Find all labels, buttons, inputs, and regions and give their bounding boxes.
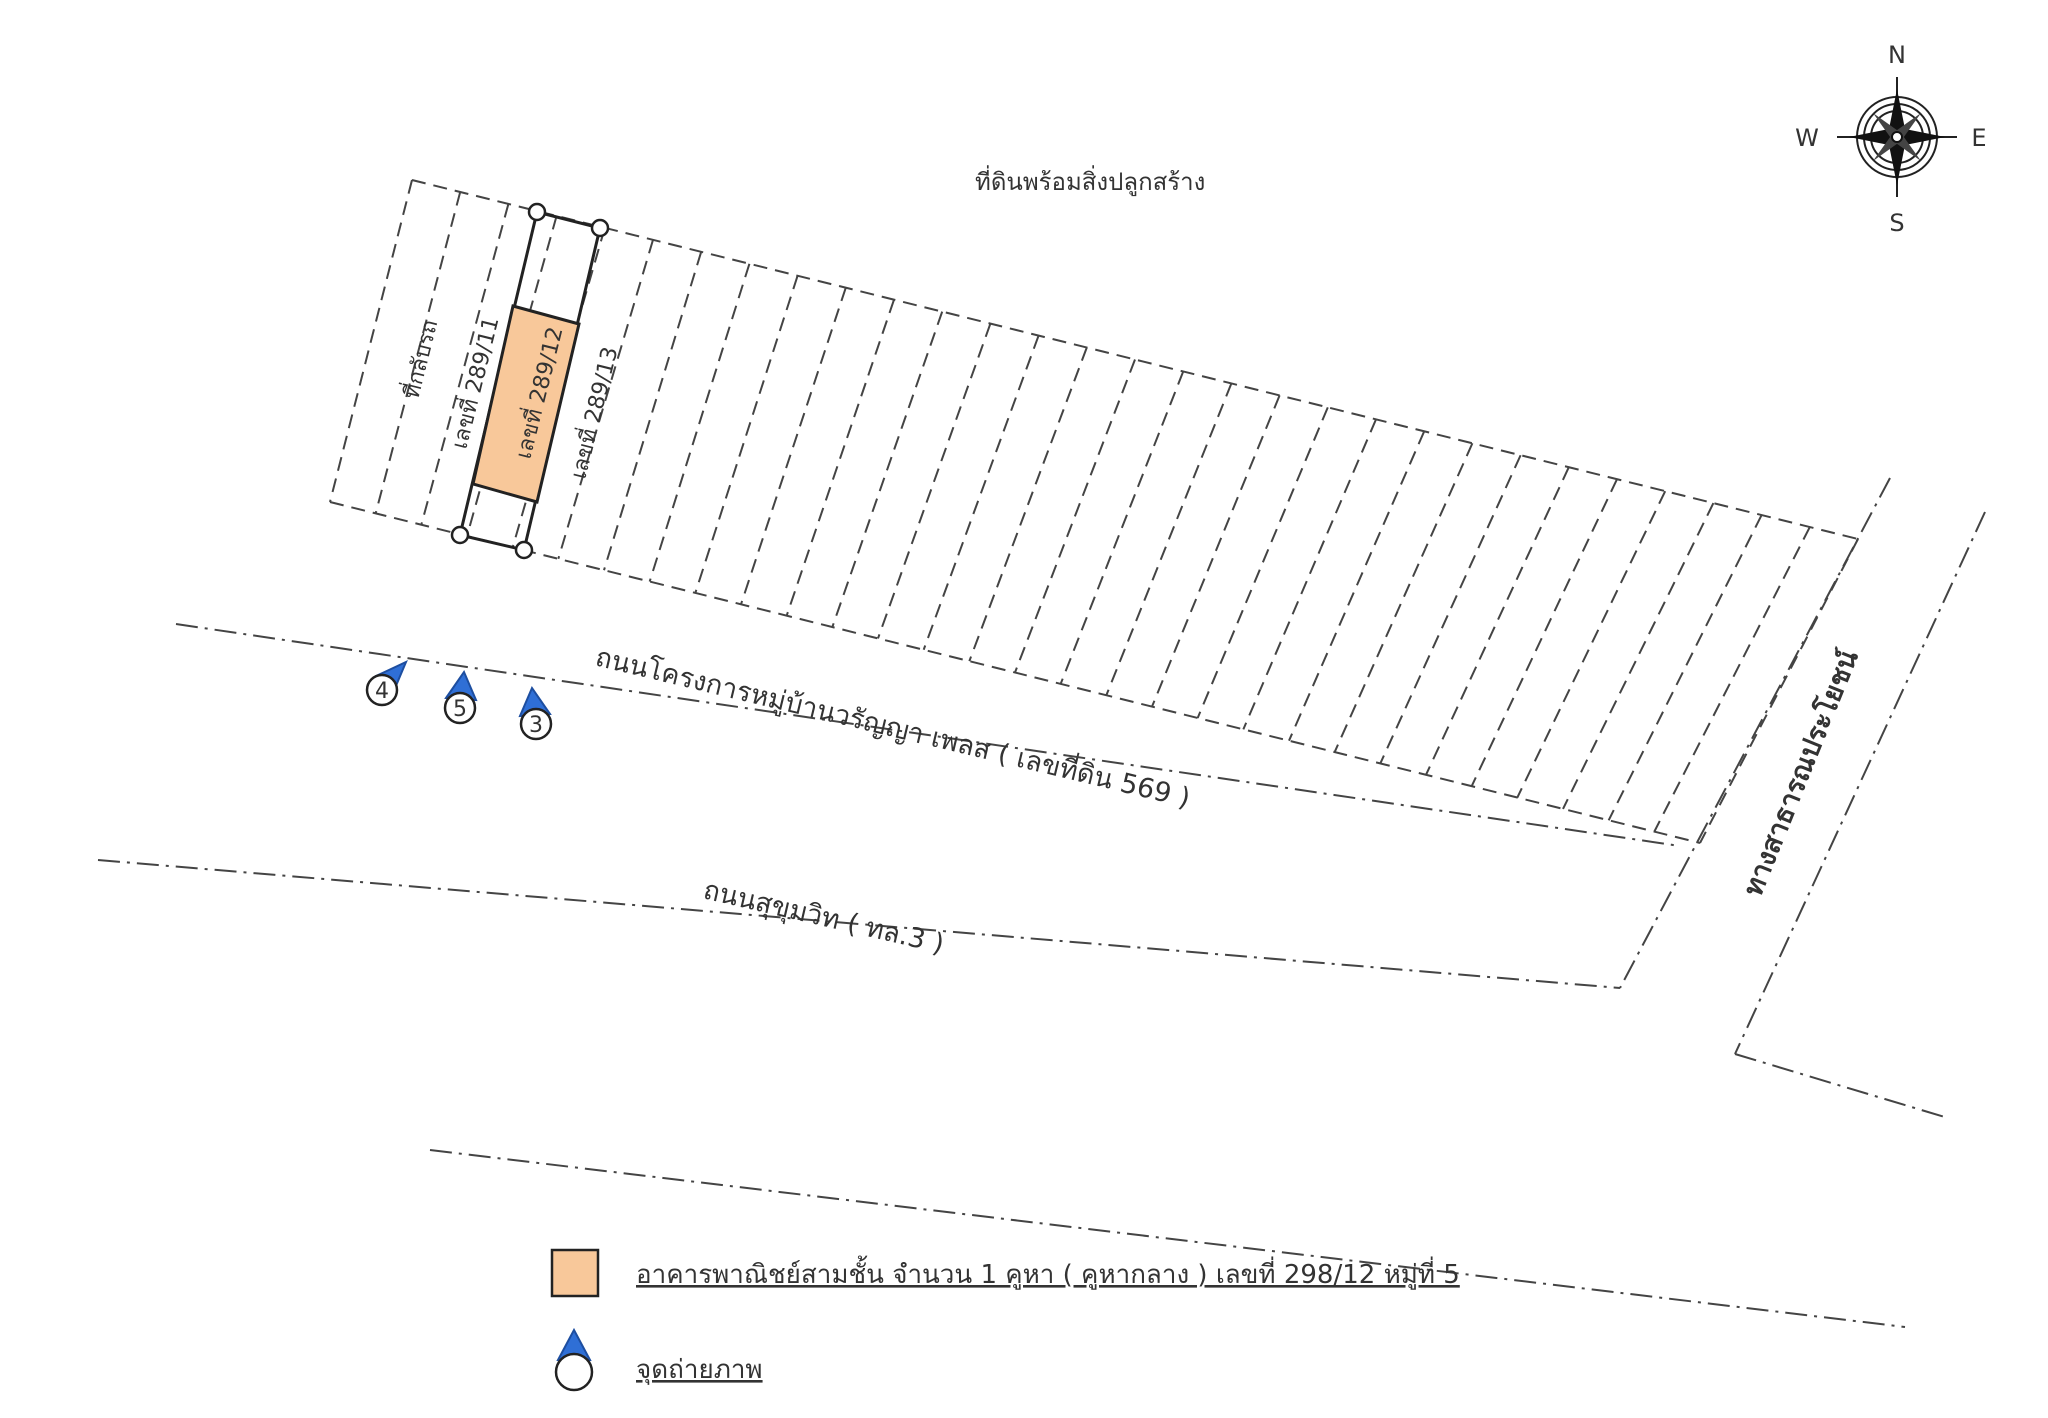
row-partition-line xyxy=(1014,359,1136,673)
legend: อาคารพาณิชย์สามชั้น จำนวน 1 คูหา ( คูหาก… xyxy=(550,1248,1460,1392)
row-partition-line xyxy=(1425,466,1570,776)
row-partition-line xyxy=(1288,430,1426,742)
row-partitions xyxy=(329,179,1859,844)
row-partition-line xyxy=(877,323,992,639)
row-partition-line xyxy=(648,263,751,582)
north-parcel-label: ที่ดินพร้อมสิ่งปลูกสร้าง xyxy=(975,165,1205,197)
compass-north: N xyxy=(1888,41,1906,69)
row-partition-line xyxy=(1196,406,1329,719)
legend-building-swatch xyxy=(550,1248,600,1298)
row-partition-line xyxy=(1379,454,1522,764)
unit-right-label: เลขที่ 289/13 xyxy=(563,344,624,482)
row-partition-line xyxy=(1333,442,1474,753)
lower-road-edge xyxy=(429,1149,1906,1328)
row-partition-line xyxy=(1059,371,1185,685)
project-road-edge xyxy=(175,623,1681,847)
photo-point-3: 3 xyxy=(518,685,553,741)
row-partition-line xyxy=(1105,383,1233,696)
row-partition-line xyxy=(374,191,462,514)
row-partition-line xyxy=(557,239,654,560)
corner-marker xyxy=(514,540,534,560)
legend-photo-point-label: จุดถ่ายภาพ xyxy=(636,1355,763,1385)
subject-building xyxy=(471,304,581,504)
corner-marker xyxy=(590,218,610,238)
row-partition-line xyxy=(329,179,413,503)
row-partition-line xyxy=(831,311,944,628)
row-partition-line xyxy=(420,203,510,525)
photo-point-number: 4 xyxy=(375,679,389,704)
public-way-left-edge xyxy=(1619,477,1891,989)
row-partition-line xyxy=(968,347,1088,662)
compass-icon: N S E W xyxy=(1795,41,1986,237)
main-road-label: ถนนสุขุมวิท ( ทล.3 ) xyxy=(700,875,947,961)
subject-unit xyxy=(450,202,610,560)
row-partition-line xyxy=(1562,502,1715,810)
west-parcel-label: ที่กลับรถ xyxy=(396,316,444,401)
compass-south: S xyxy=(1889,209,1904,237)
public-way-right-edge xyxy=(1734,511,1986,1055)
row-partition-line xyxy=(1653,526,1811,833)
row-partition-line xyxy=(694,275,799,594)
photo-point-4: 4 xyxy=(365,659,408,707)
corner-marker xyxy=(527,202,547,222)
project-road-label: ถนนโครงการหมู่บ้านวรัญญา เพลส ( เลขที่ดิ… xyxy=(592,638,1194,815)
row-partition-line xyxy=(922,335,1040,651)
row-partition-line xyxy=(785,299,895,616)
main-road-edge xyxy=(97,859,1621,989)
corner-marker xyxy=(450,525,470,545)
legend-building-label: อาคารพาณิชย์สามชั้น จำนวน 1 คูหา ( คูหาก… xyxy=(636,1255,1460,1290)
row-partition-line xyxy=(1516,490,1667,798)
row-partition-line xyxy=(1607,514,1763,821)
compass-west: W xyxy=(1795,124,1819,152)
legend-photo-point-icon xyxy=(554,1327,594,1392)
row-partition-line xyxy=(1151,395,1281,707)
compass-east: E xyxy=(1971,124,1986,152)
public-way-label: ทางสาธารณประโยชน์ xyxy=(1736,645,1865,901)
row-partition-line xyxy=(740,287,847,605)
row-partition-line xyxy=(1242,418,1377,730)
photo-point-5: 5 xyxy=(443,669,478,725)
row-partition-line xyxy=(1470,478,1618,787)
public-way-bottom-edge xyxy=(1734,1053,1949,1119)
photo-point-number: 5 xyxy=(453,697,467,722)
row-partition-line xyxy=(603,251,703,571)
photo-point-number: 3 xyxy=(529,713,543,738)
